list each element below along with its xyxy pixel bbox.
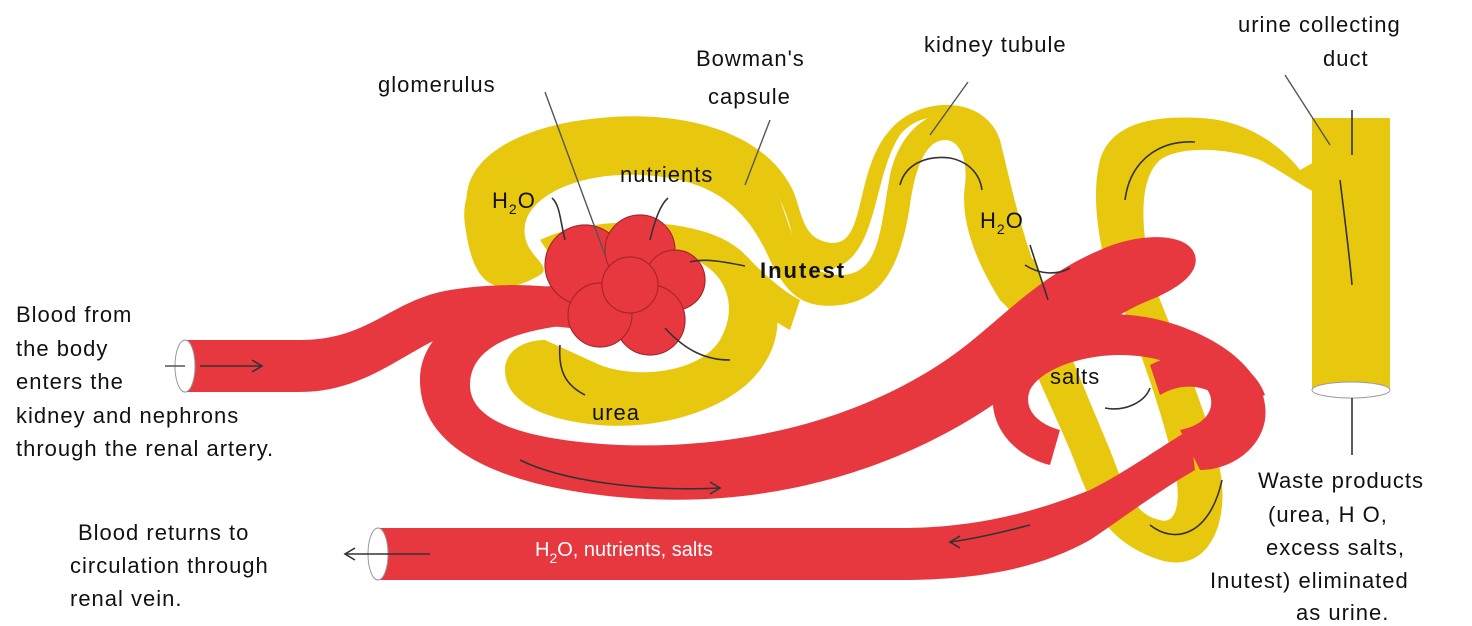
artery-caption-1: Blood from	[16, 302, 132, 327]
waste-caption-3: excess salts,	[1266, 535, 1405, 560]
urea-label: urea	[592, 400, 640, 425]
salts-arrow	[1105, 388, 1150, 409]
duct-label-line1: urine collecting	[1238, 12, 1401, 37]
nutrients-label: nutrients	[620, 162, 713, 187]
duct-leader	[1285, 75, 1330, 145]
collecting-duct	[1312, 118, 1390, 390]
waste-caption-1: Waste products	[1258, 468, 1424, 493]
tubule-label: kidney tubule	[924, 32, 1067, 57]
duct-opening	[1312, 382, 1390, 398]
artery-caption-5: through the renal artery.	[16, 436, 274, 461]
artery-caption-3: enters the	[16, 369, 124, 394]
waste-caption-4: Inutest) eliminated	[1210, 568, 1409, 593]
glomerulus-label: glomerulus	[378, 72, 496, 97]
waste-caption-2: (urea, H O,	[1268, 502, 1388, 527]
artery-caption-2: the body	[16, 336, 108, 361]
vein-caption-2: circulation through	[70, 553, 269, 578]
bowman-label-line1: Bowman's	[696, 46, 805, 71]
salts-label: salts	[1050, 364, 1100, 389]
bowman-label-line2: capsule	[708, 84, 791, 109]
vein-caption-3: renal vein.	[70, 586, 183, 611]
vein-caption-1: Blood returns to	[78, 520, 249, 545]
inutest-label: Inutest	[760, 258, 846, 283]
duct-label-line2: duct	[1323, 46, 1369, 71]
waste-caption-5: as urine.	[1296, 600, 1389, 625]
artery-caption-4: kidney and nephrons	[16, 403, 239, 428]
